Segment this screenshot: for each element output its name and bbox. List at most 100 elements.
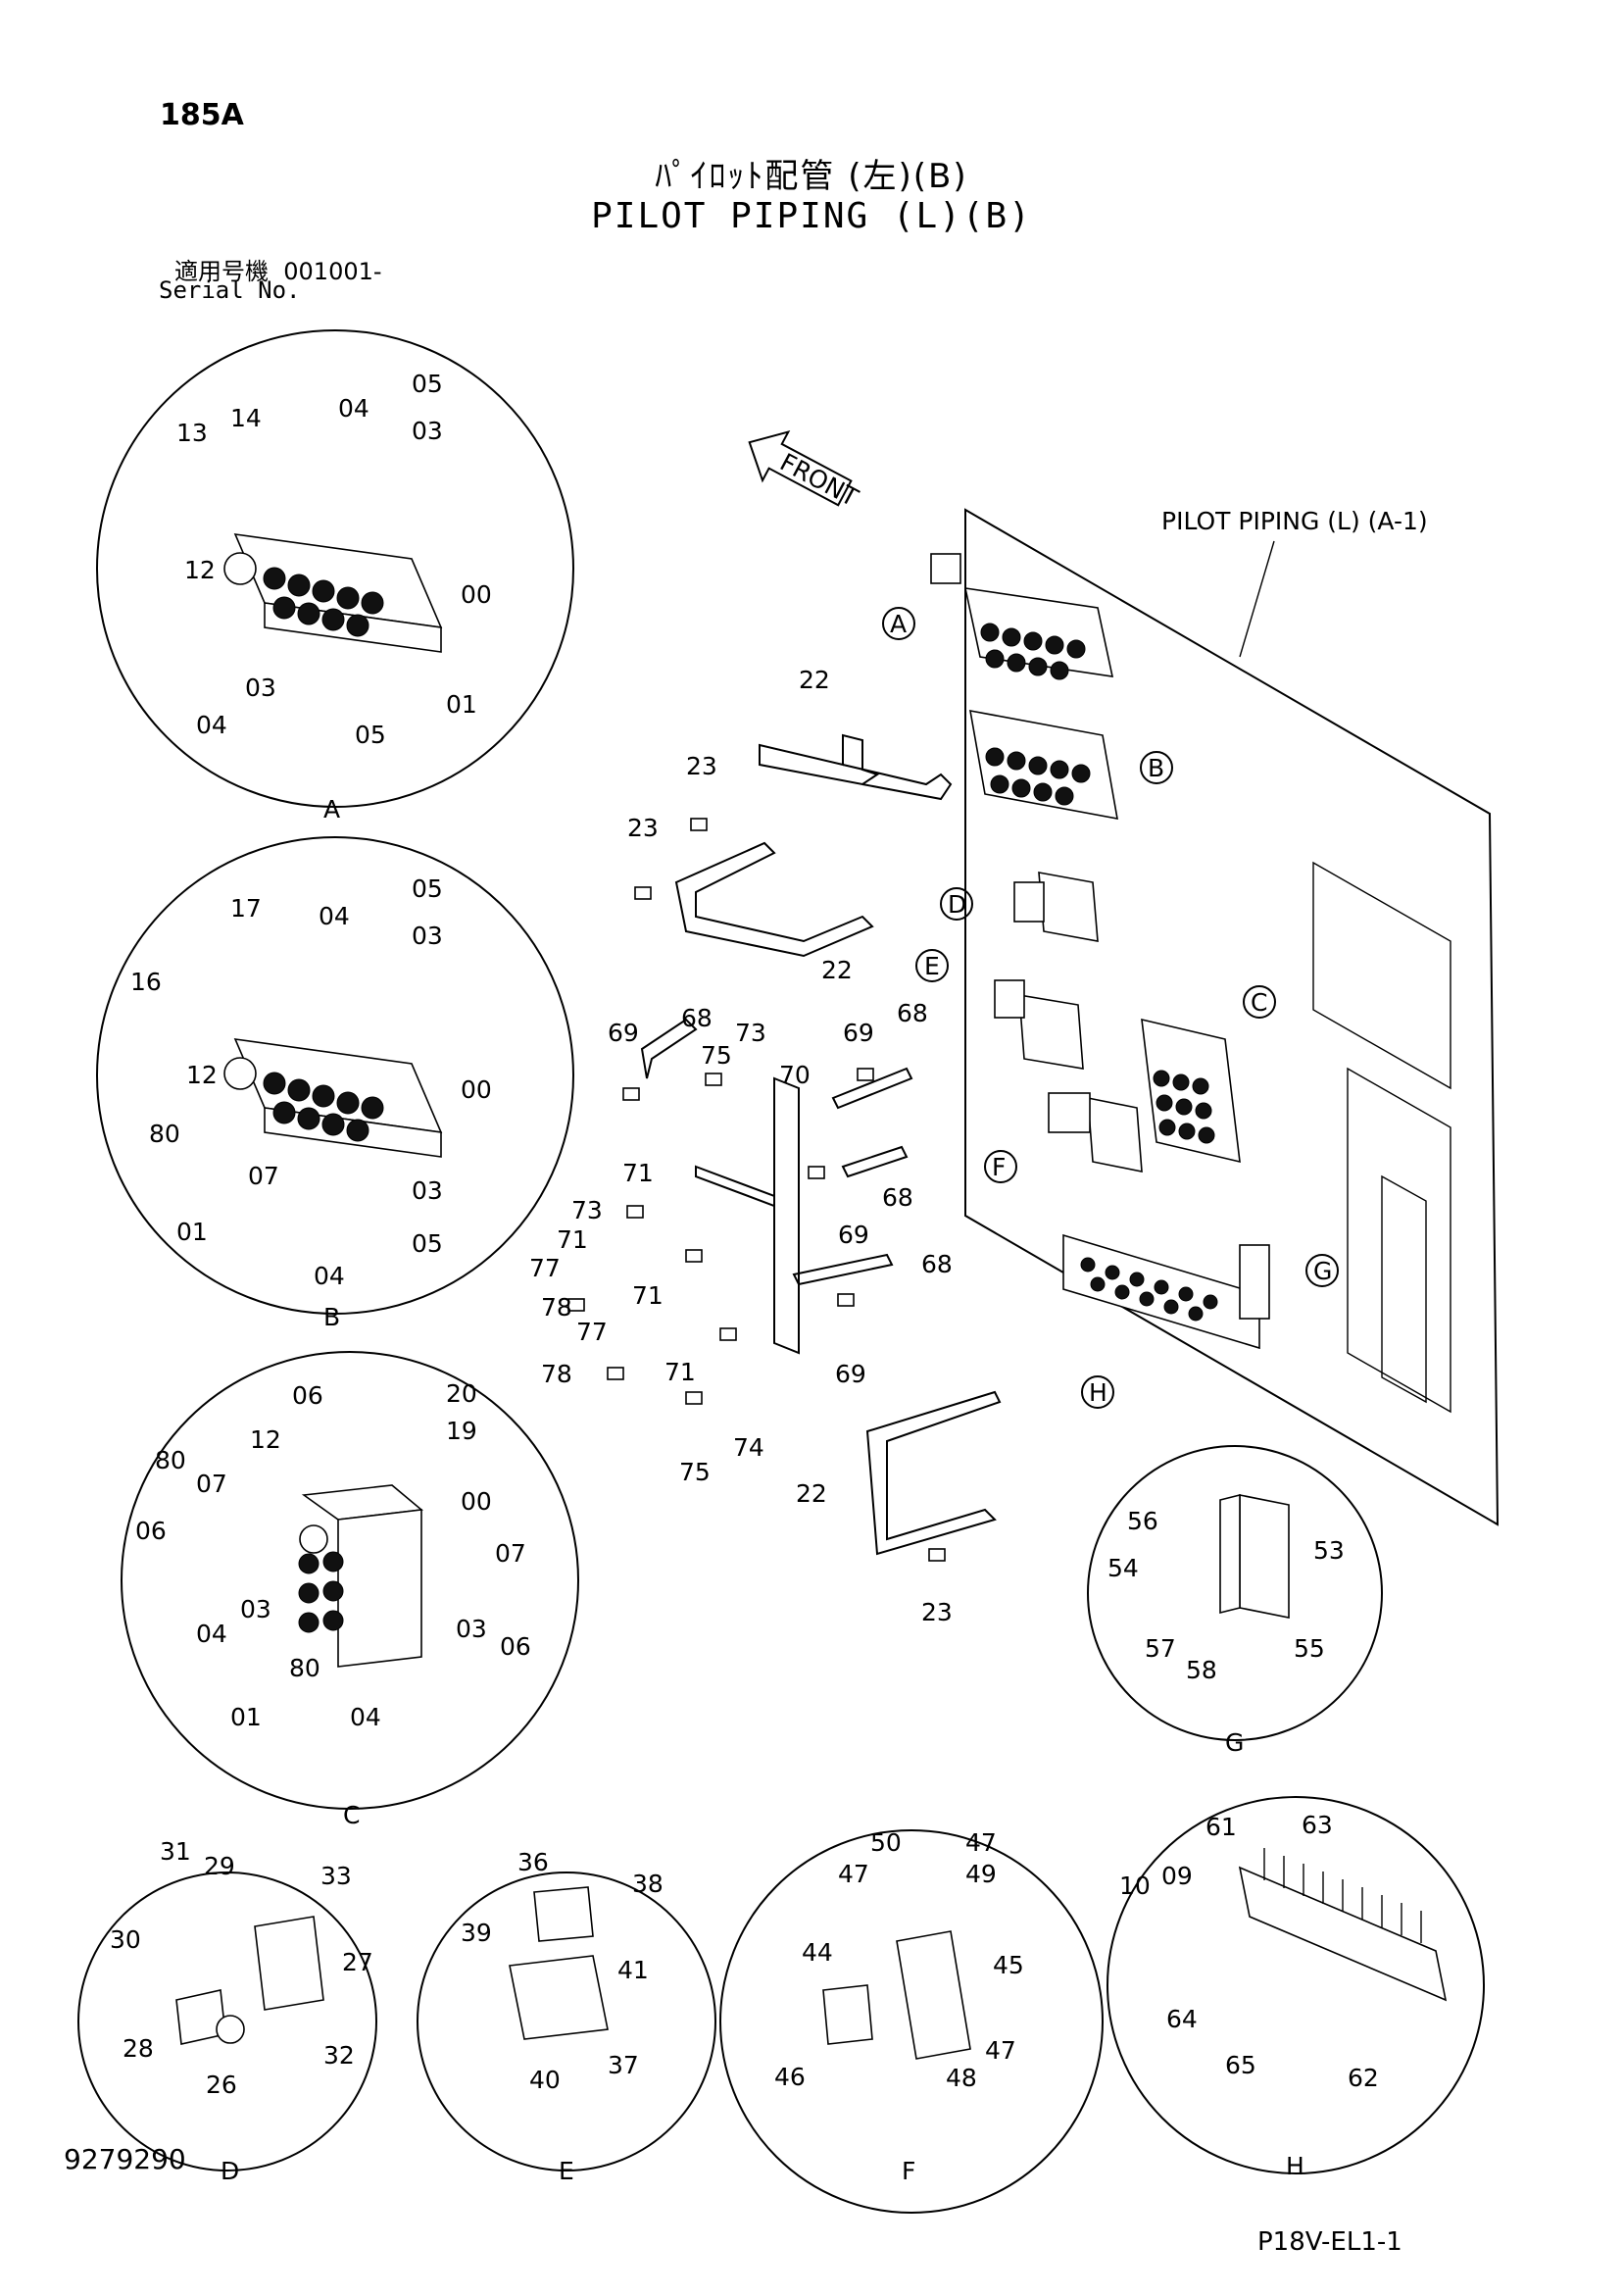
svg-text:19: 19 (446, 1417, 477, 1445)
svg-text:80: 80 (289, 1654, 320, 1682)
svg-text:47: 47 (985, 2036, 1016, 2065)
svg-text:23: 23 (921, 1598, 953, 1626)
svg-text:58: 58 (1186, 1656, 1217, 1684)
detail-h-label: H (1286, 2152, 1304, 2180)
svg-text:A: A (890, 610, 907, 638)
front-label: FRONT (775, 448, 863, 513)
svg-text:00: 00 (461, 580, 492, 609)
svg-text:46: 46 (774, 2063, 806, 2091)
svg-text:14: 14 (230, 404, 262, 432)
bracket-22-upper (759, 733, 880, 786)
svg-text:47: 47 (838, 1860, 869, 1888)
svg-text:12: 12 (184, 556, 216, 584)
svg-text:69: 69 (835, 1360, 866, 1388)
svg-text:D: D (948, 890, 966, 919)
title-english: PILOT PIPING (L)(B) (591, 196, 1032, 236)
svg-text:03: 03 (456, 1615, 487, 1643)
serial-label-en: Serial No. (159, 276, 301, 304)
svg-text:77: 77 (576, 1318, 608, 1346)
block-g (1239, 1244, 1270, 1320)
serial-range: 001001- (283, 258, 382, 285)
svg-text:22: 22 (821, 956, 853, 984)
svg-text:06: 06 (135, 1517, 167, 1545)
svg-text:04: 04 (196, 1620, 227, 1648)
svg-text:55: 55 (1294, 1634, 1325, 1663)
svg-text:63: 63 (1302, 1811, 1333, 1839)
title-japanese: ﾊﾟｲﾛｯﾄ配管 (左)(B) (655, 157, 968, 196)
svg-text:H: H (1089, 1378, 1107, 1407)
svg-text:68: 68 (897, 999, 928, 1027)
svg-text:69: 69 (608, 1019, 639, 1047)
svg-text:75: 75 (701, 1041, 732, 1070)
bracket-22-lower (865, 1390, 1002, 1556)
svg-text:38: 38 (632, 1870, 664, 1898)
svg-text:36: 36 (517, 1848, 549, 1876)
svg-text:23: 23 (627, 814, 659, 842)
svg-text:49: 49 (965, 1860, 997, 1888)
svg-text:80: 80 (155, 1446, 186, 1474)
svg-text:F: F (992, 1153, 1006, 1181)
svg-text:00: 00 (461, 1487, 492, 1516)
page-id: 185A (160, 98, 244, 132)
svg-text:12: 12 (250, 1425, 281, 1454)
svg-text:68: 68 (882, 1183, 913, 1212)
svg-text:22: 22 (796, 1479, 827, 1508)
valve-block-b (969, 710, 1118, 820)
svg-text:05: 05 (412, 874, 443, 903)
svg-text:37: 37 (608, 2051, 639, 2079)
svg-text:04: 04 (314, 1262, 345, 1290)
svg-text:05: 05 (355, 721, 386, 749)
svg-text:70: 70 (779, 1061, 811, 1089)
mounting-plate (964, 508, 1500, 1526)
svg-text:E: E (924, 952, 940, 980)
svg-text:71: 71 (664, 1358, 696, 1386)
svg-text:28: 28 (123, 2034, 154, 2063)
svg-text:B: B (1148, 754, 1164, 782)
svg-text:78: 78 (541, 1360, 572, 1388)
serial-line-jp: 適用号機 001001- (174, 252, 382, 286)
svg-text:04: 04 (350, 1703, 381, 1731)
svg-text:48: 48 (946, 2064, 977, 2092)
bracket-22-middle (674, 841, 874, 958)
svg-text:23: 23 (686, 752, 717, 780)
svg-text:71: 71 (632, 1281, 664, 1310)
svg-text:69: 69 (843, 1019, 874, 1047)
solenoid-f (1048, 1092, 1143, 1173)
main-callouts: A B C D E F G H (882, 607, 1339, 1409)
detail-c-label: C (343, 1801, 360, 1829)
serial-label-jp: 適用号機 (174, 258, 269, 285)
svg-text:00: 00 (461, 1075, 492, 1104)
svg-text:31: 31 (160, 1837, 191, 1866)
svg-text:54: 54 (1107, 1554, 1139, 1582)
detail-e-label: E (559, 2157, 574, 2185)
svg-text:27: 27 (342, 1948, 373, 1976)
svg-text:68: 68 (921, 1250, 953, 1278)
svg-text:20: 20 (446, 1379, 477, 1408)
detail-b-label: B (323, 1303, 340, 1331)
svg-text:50: 50 (870, 1828, 902, 1857)
svg-text:73: 73 (735, 1019, 766, 1047)
svg-text:13: 13 (176, 419, 208, 447)
svg-text:05: 05 (412, 1229, 443, 1258)
svg-text:17: 17 (230, 894, 262, 923)
svg-text:16: 16 (130, 968, 162, 996)
svg-text:78: 78 (541, 1293, 572, 1322)
main-part-numbers: 22 23 23 22 69 68 75 73 70 69 68 71 73 7… (529, 666, 953, 1626)
svg-text:22: 22 (799, 666, 830, 694)
svg-text:C: C (1251, 988, 1267, 1017)
svg-text:71: 71 (622, 1159, 654, 1187)
svg-text:12: 12 (186, 1061, 218, 1089)
svg-text:06: 06 (292, 1381, 323, 1410)
svg-text:73: 73 (571, 1196, 603, 1224)
ref-label: PILOT PIPING (L) (A-1) (1161, 507, 1428, 535)
svg-text:69: 69 (838, 1221, 869, 1249)
svg-text:53: 53 (1313, 1536, 1345, 1565)
svg-text:29: 29 (204, 1852, 235, 1880)
